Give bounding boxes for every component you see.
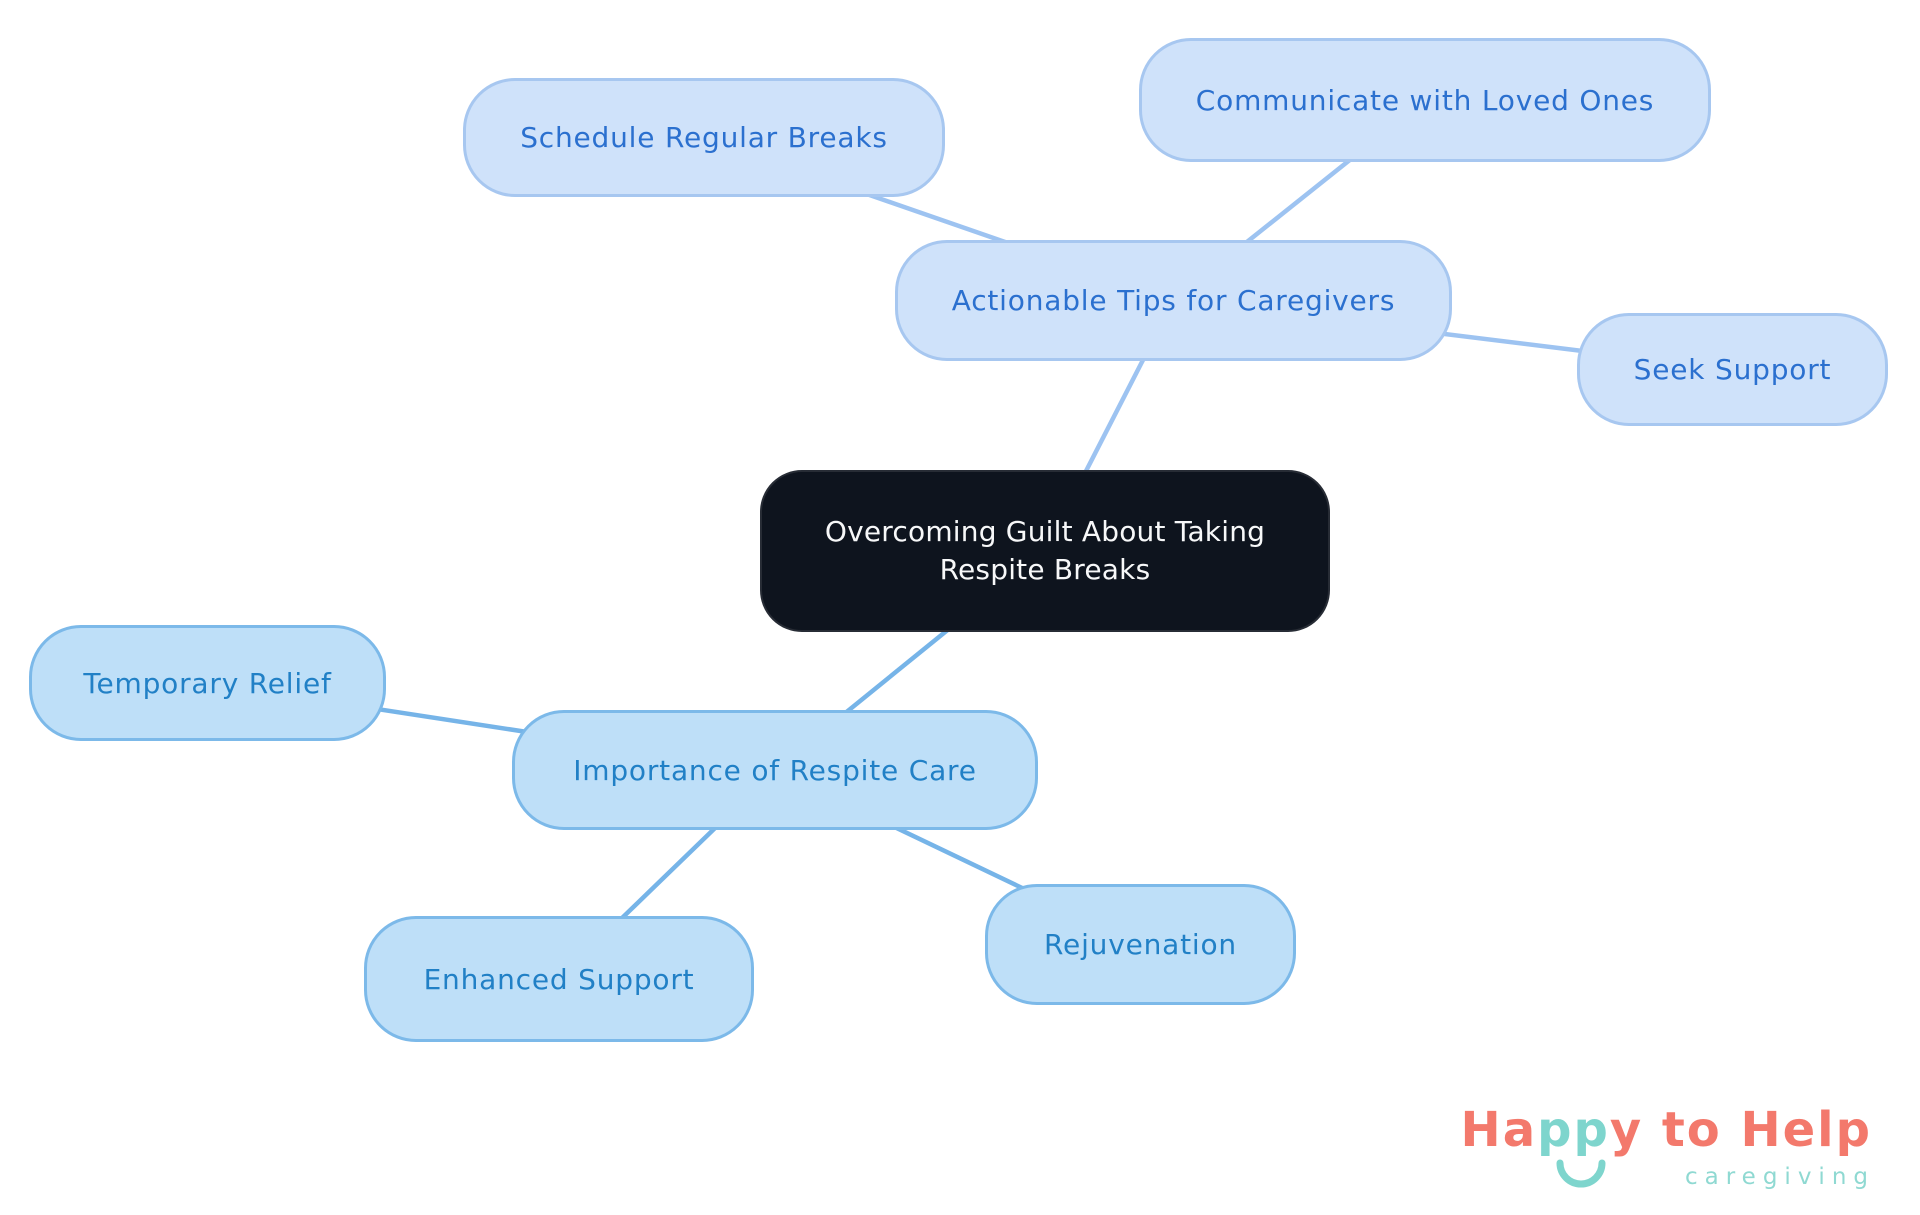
node-enhanced-support: Enhanced Support bbox=[364, 916, 754, 1042]
smile-icon bbox=[1556, 1159, 1606, 1188]
logo-text-pp: pp bbox=[1537, 1102, 1610, 1188]
node-temporary-relief: Temporary Relief bbox=[29, 625, 386, 741]
node-schedule-regular-breaks-label: Schedule Regular Breaks bbox=[520, 121, 888, 154]
node-rejuvenation: Rejuvenation bbox=[985, 884, 1296, 1005]
logo-text-ha: Ha bbox=[1460, 1102, 1538, 1158]
logo-subtitle: caregiving bbox=[1684, 1163, 1875, 1190]
node-central-topic: Overcoming Guilt About Taking Respite Br… bbox=[760, 470, 1330, 632]
node-importance-of-respite-care: Importance of Respite Care bbox=[512, 710, 1038, 830]
node-actionable-tips: Actionable Tips for Caregivers bbox=[895, 240, 1452, 361]
node-seek-support-label: Seek Support bbox=[1633, 353, 1832, 386]
node-actionable-tips-label: Actionable Tips for Caregivers bbox=[951, 284, 1396, 317]
node-communicate-with-loved-ones-label: Communicate with Loved Ones bbox=[1195, 83, 1655, 117]
node-schedule-regular-breaks: Schedule Regular Breaks bbox=[463, 78, 945, 197]
node-rejuvenation-label: Rejuvenation bbox=[1044, 928, 1237, 961]
node-central-topic-label: Overcoming Guilt About Taking Respite Br… bbox=[824, 515, 1266, 586]
logo-text-to: to bbox=[1643, 1102, 1741, 1158]
node-enhanced-support-label: Enhanced Support bbox=[423, 962, 695, 996]
logo-text-help: Help bbox=[1740, 1102, 1872, 1158]
logo-text-pp-letters: pp bbox=[1537, 1102, 1610, 1158]
logo-text-y: y bbox=[1609, 1102, 1644, 1158]
node-communicate-with-loved-ones: Communicate with Loved Ones bbox=[1139, 38, 1711, 162]
node-importance-of-respite-care-label: Importance of Respite Care bbox=[573, 753, 977, 787]
node-seek-support: Seek Support bbox=[1577, 313, 1888, 426]
node-temporary-relief-label: Temporary Relief bbox=[83, 666, 332, 700]
